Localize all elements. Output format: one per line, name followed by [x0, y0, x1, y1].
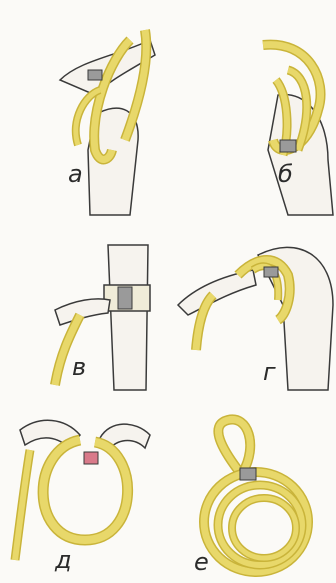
panel-g-label: г	[263, 360, 276, 384]
panel-v: в	[0, 215, 168, 390]
panel-g-illustration	[168, 215, 336, 390]
panel-d-label: д	[55, 548, 72, 572]
panel-b-label: б	[278, 162, 293, 186]
panel-a: а	[0, 0, 168, 215]
panel-d: д	[0, 390, 168, 583]
panel-e: е	[168, 390, 336, 583]
panel-b-illustration	[168, 0, 336, 215]
panel-d-illustration	[0, 390, 168, 583]
panel-a-illustration	[0, 0, 168, 215]
panel-v-label: в	[72, 355, 86, 379]
panel-e-label: е	[194, 550, 209, 574]
panel-b: б	[168, 0, 336, 215]
panel-g: г	[168, 215, 336, 390]
panel-a-label: а	[68, 162, 83, 186]
